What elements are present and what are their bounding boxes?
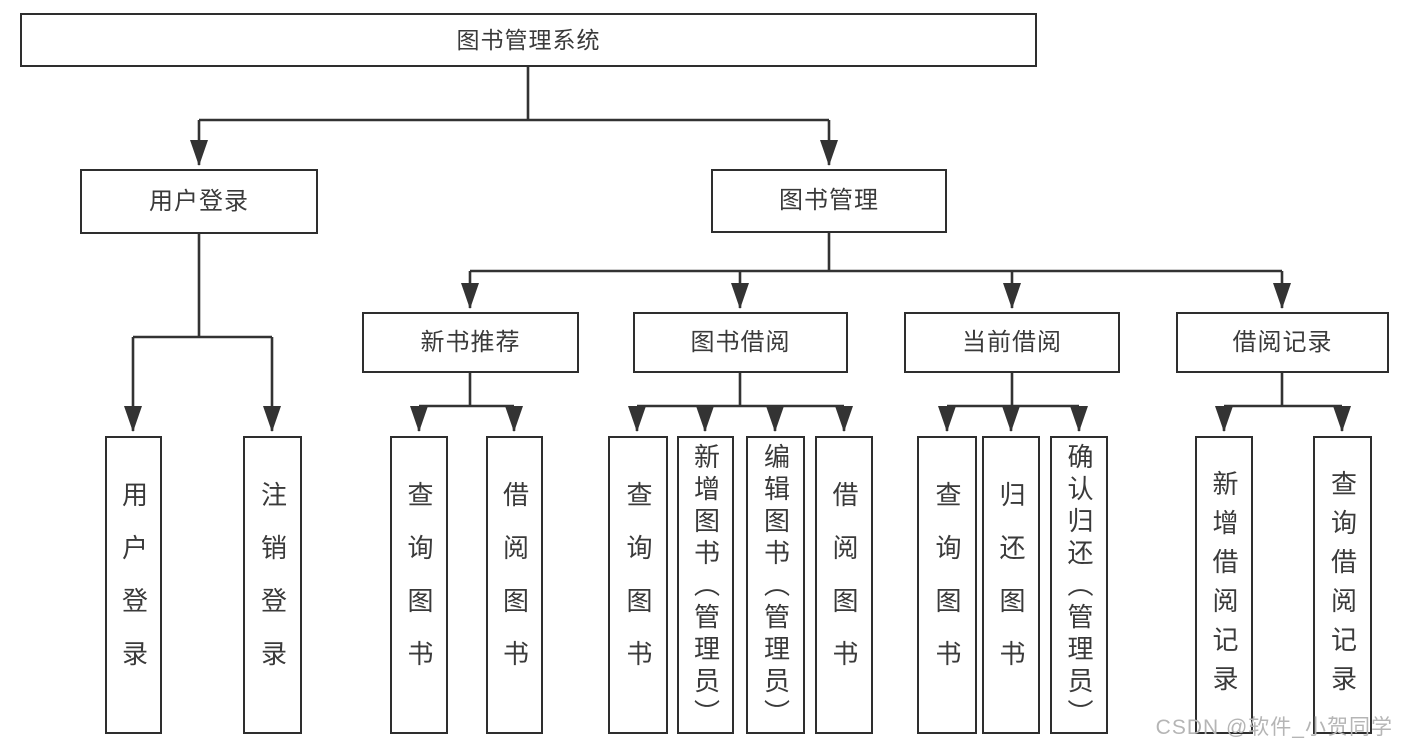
leaf-borrow-borrow-book: 借阅图书 <box>815 436 873 734</box>
leaf-logout: 注销登录 <box>243 436 302 734</box>
leaf-borrow-add-book-admin: 新增图书（管理员） <box>677 436 734 734</box>
leaf-borrow-edit-book-admin: 编辑图书（管理员） <box>746 436 805 734</box>
leaf-user-login: 用户登录 <box>105 436 162 734</box>
watermark: CSDN @软件_小贺同学 <box>1155 716 1393 739</box>
leaf-record-add-record: 新增借阅记录 <box>1195 436 1253 734</box>
leaf-current-query-book: 查询图书 <box>917 436 977 734</box>
node-new-book-recommend: 新书推荐 <box>362 312 579 373</box>
leaf-borrow-query-book: 查询图书 <box>608 436 668 734</box>
node-book-borrow: 图书借阅 <box>633 312 848 373</box>
leaf-current-return-book: 归还图书 <box>982 436 1040 734</box>
node-library-system: 图书管理系统 <box>20 13 1037 67</box>
leaf-current-confirm-return-admin: 确认归还（管理员） <box>1050 436 1108 734</box>
leaf-recommend-query-book: 查询图书 <box>390 436 448 734</box>
node-user-login: 用户登录 <box>80 169 318 234</box>
leaf-recommend-borrow-book: 借阅图书 <box>486 436 543 734</box>
leaf-record-query-record: 查询借阅记录 <box>1313 436 1372 734</box>
node-current-borrow: 当前借阅 <box>904 312 1120 373</box>
node-borrow-record: 借阅记录 <box>1176 312 1389 373</box>
node-book-management: 图书管理 <box>711 169 947 233</box>
